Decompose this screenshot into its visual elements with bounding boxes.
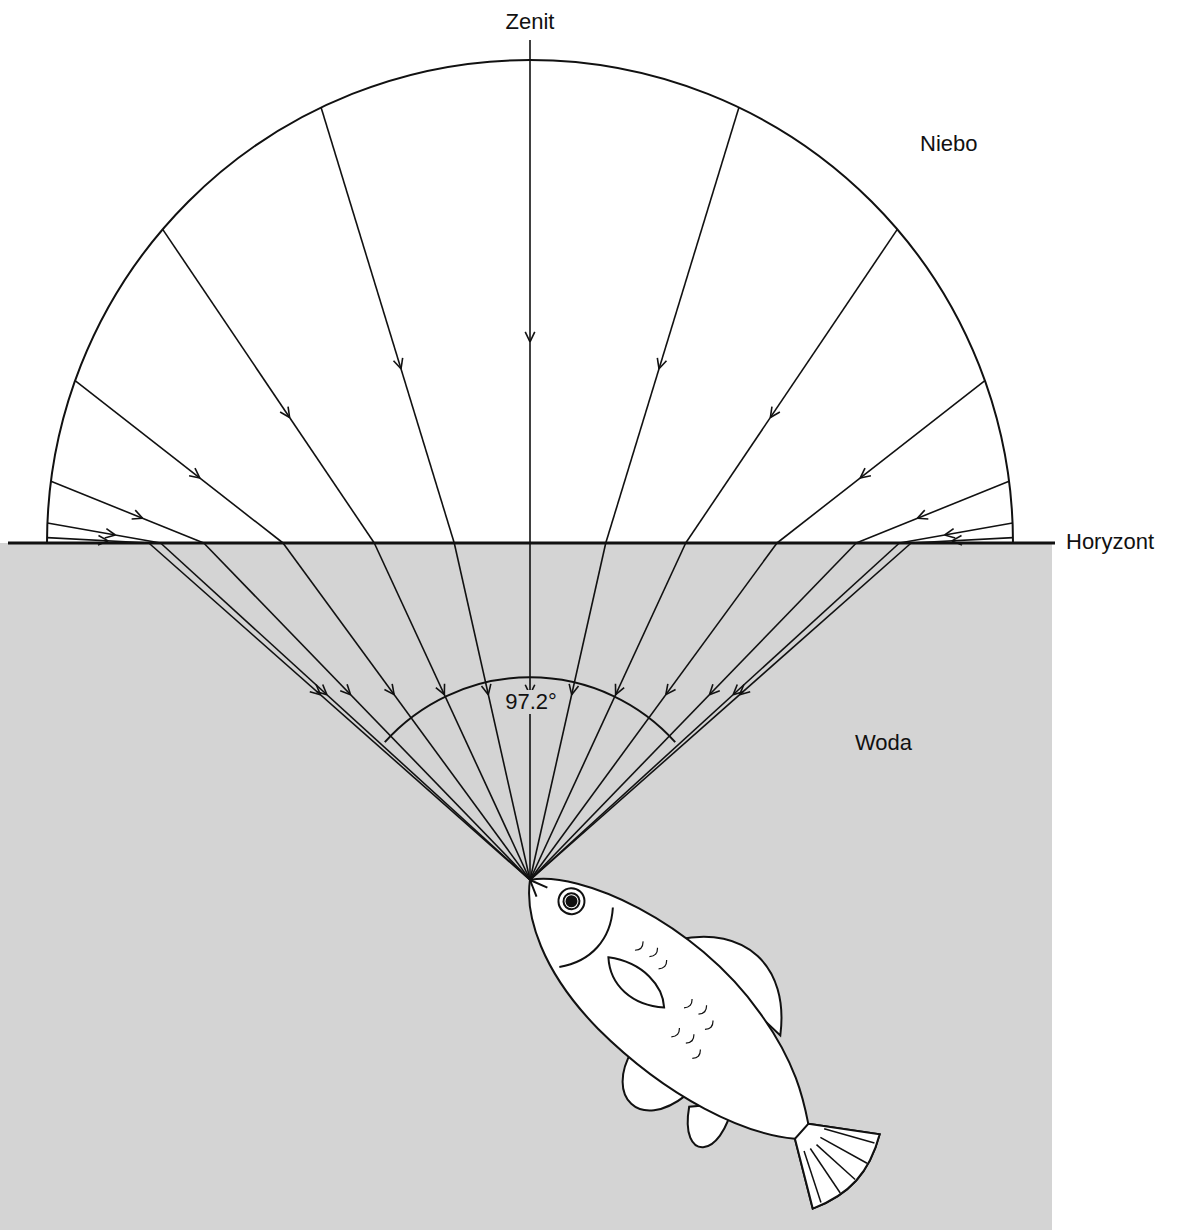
arrow-head — [105, 535, 116, 538]
light-rays — [47, 40, 1013, 880]
arrow-head — [392, 684, 394, 695]
arrow-head — [615, 684, 617, 695]
arrow-head — [444, 684, 446, 695]
arrow-head — [917, 510, 924, 518]
arrow-head — [740, 692, 751, 695]
arrow-head — [323, 684, 327, 694]
arrow-head — [530, 332, 535, 342]
arrow-head — [195, 468, 200, 478]
incident-ray — [911, 538, 1013, 543]
arrow-head — [616, 688, 624, 695]
arrow-head — [98, 541, 108, 545]
incident-ray — [75, 381, 283, 543]
incident-ray — [899, 523, 1012, 543]
arrow-head — [945, 529, 954, 535]
arrow-head — [952, 536, 962, 541]
angle-arc — [385, 677, 675, 742]
incident-ray — [47, 538, 149, 543]
horizon-label: Horyzont — [1066, 530, 1154, 554]
arrow-head — [132, 518, 143, 520]
arrow-head — [347, 684, 350, 694]
refracted-ray — [530, 543, 911, 880]
arrow-head — [666, 689, 676, 694]
angle-label: 97.2° — [502, 690, 560, 714]
arrow-head — [316, 685, 320, 695]
water-label: Woda — [855, 731, 912, 755]
arrow-head — [525, 332, 530, 342]
incident-ray — [47, 523, 160, 543]
incident-ray — [856, 481, 1009, 543]
arrow-head — [572, 686, 579, 695]
incident-ray — [51, 481, 204, 543]
incident-ray — [777, 381, 985, 543]
zenith-label: Zenit — [506, 10, 555, 34]
arrow-head — [135, 510, 142, 518]
arrow-head — [401, 358, 403, 369]
arrow-head — [288, 407, 290, 418]
incident-ray — [163, 229, 375, 543]
refracted-ray — [530, 543, 899, 880]
arrow-head — [945, 535, 956, 538]
refracted-ray — [149, 543, 530, 880]
incident-ray — [686, 229, 898, 543]
arrow-head — [569, 684, 571, 695]
incident-ray — [321, 108, 454, 543]
arrow-head — [98, 536, 108, 541]
arrow-head — [770, 412, 780, 418]
arrow-head — [657, 358, 659, 369]
refracted-ray — [161, 543, 530, 880]
arrow-head — [481, 686, 488, 695]
arrow-head — [659, 361, 666, 369]
arrow-head — [860, 476, 871, 478]
refracted-ray — [204, 543, 530, 880]
arrow-head — [394, 361, 401, 369]
arrow-head — [952, 541, 962, 545]
incident-ray — [529, 40, 531, 543]
sky-label: Niebo — [920, 132, 977, 156]
incident-ray — [606, 108, 739, 543]
arrow-head — [709, 691, 719, 695]
refracted-ray — [283, 543, 530, 880]
arrow-head — [917, 518, 928, 520]
arrow-head — [106, 529, 115, 535]
water — [0, 543, 1052, 1230]
archer-fish — [464, 809, 924, 1230]
arrow-head — [488, 684, 490, 695]
refracted-ray — [530, 543, 856, 880]
arrow-head — [436, 688, 444, 695]
refracted-ray — [530, 543, 777, 880]
